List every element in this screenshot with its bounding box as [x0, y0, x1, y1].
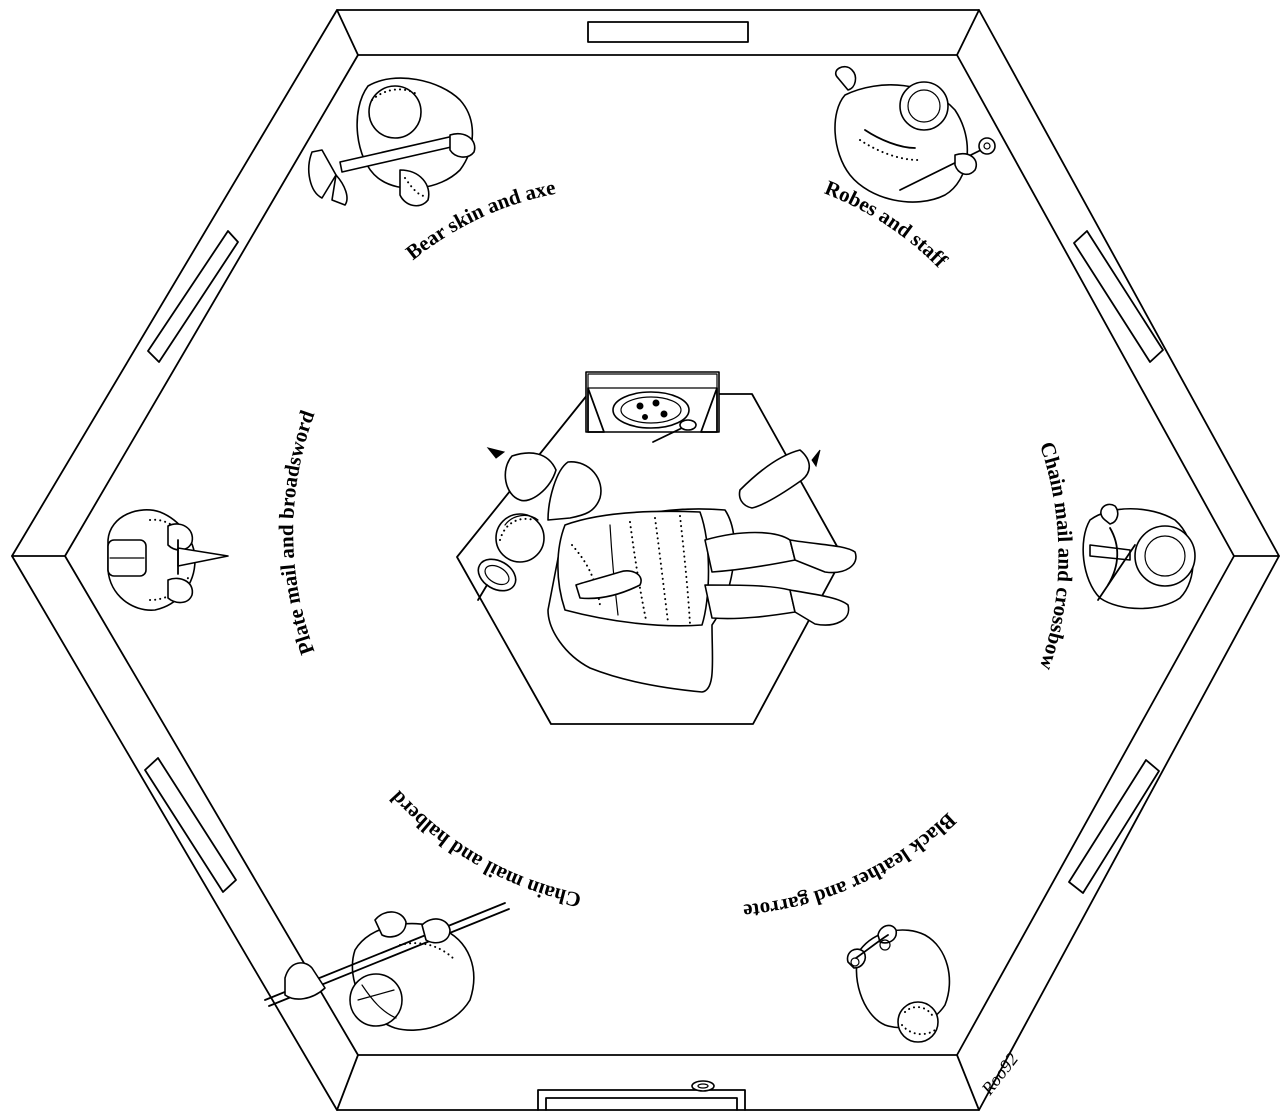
curly-head-icon	[898, 1002, 938, 1042]
figure-plate-mail-broadsword	[108, 510, 228, 610]
figure-chain-mail-halberd	[265, 903, 509, 1030]
artist-signature: Roo92	[977, 1049, 1022, 1099]
figure-chain-mail-crossbow	[1083, 504, 1195, 608]
axe-icon	[309, 150, 336, 198]
label-black-leather-garrote: Black leather and garrote	[742, 808, 961, 923]
hood-icon	[900, 82, 948, 130]
reclining-figure	[473, 448, 856, 692]
head-icon	[496, 514, 544, 562]
label-chain-mail-halberd: Chain mail and halberd	[385, 786, 583, 913]
figure-black-leather-garrote	[847, 925, 949, 1042]
figure-robes-staff	[835, 67, 995, 202]
broadsword-icon	[178, 548, 228, 566]
door-bottom	[538, 1081, 745, 1110]
hand-icon	[836, 67, 856, 90]
wall-niche-lower-right	[1069, 760, 1159, 893]
label-chain-mail-crossbow: Chain mail and crossbow	[1035, 439, 1078, 674]
wall-niche-upper-right	[1074, 231, 1163, 362]
food-tray	[586, 372, 719, 442]
trapdoor-ring-icon	[692, 1081, 714, 1091]
hat-icon	[1135, 526, 1195, 586]
label-plate-mail-broadsword: Plate mail and broadsword	[274, 407, 319, 658]
halberd-icon	[285, 963, 325, 999]
wall-niche-top	[588, 22, 748, 42]
drinking-horn	[740, 450, 821, 508]
